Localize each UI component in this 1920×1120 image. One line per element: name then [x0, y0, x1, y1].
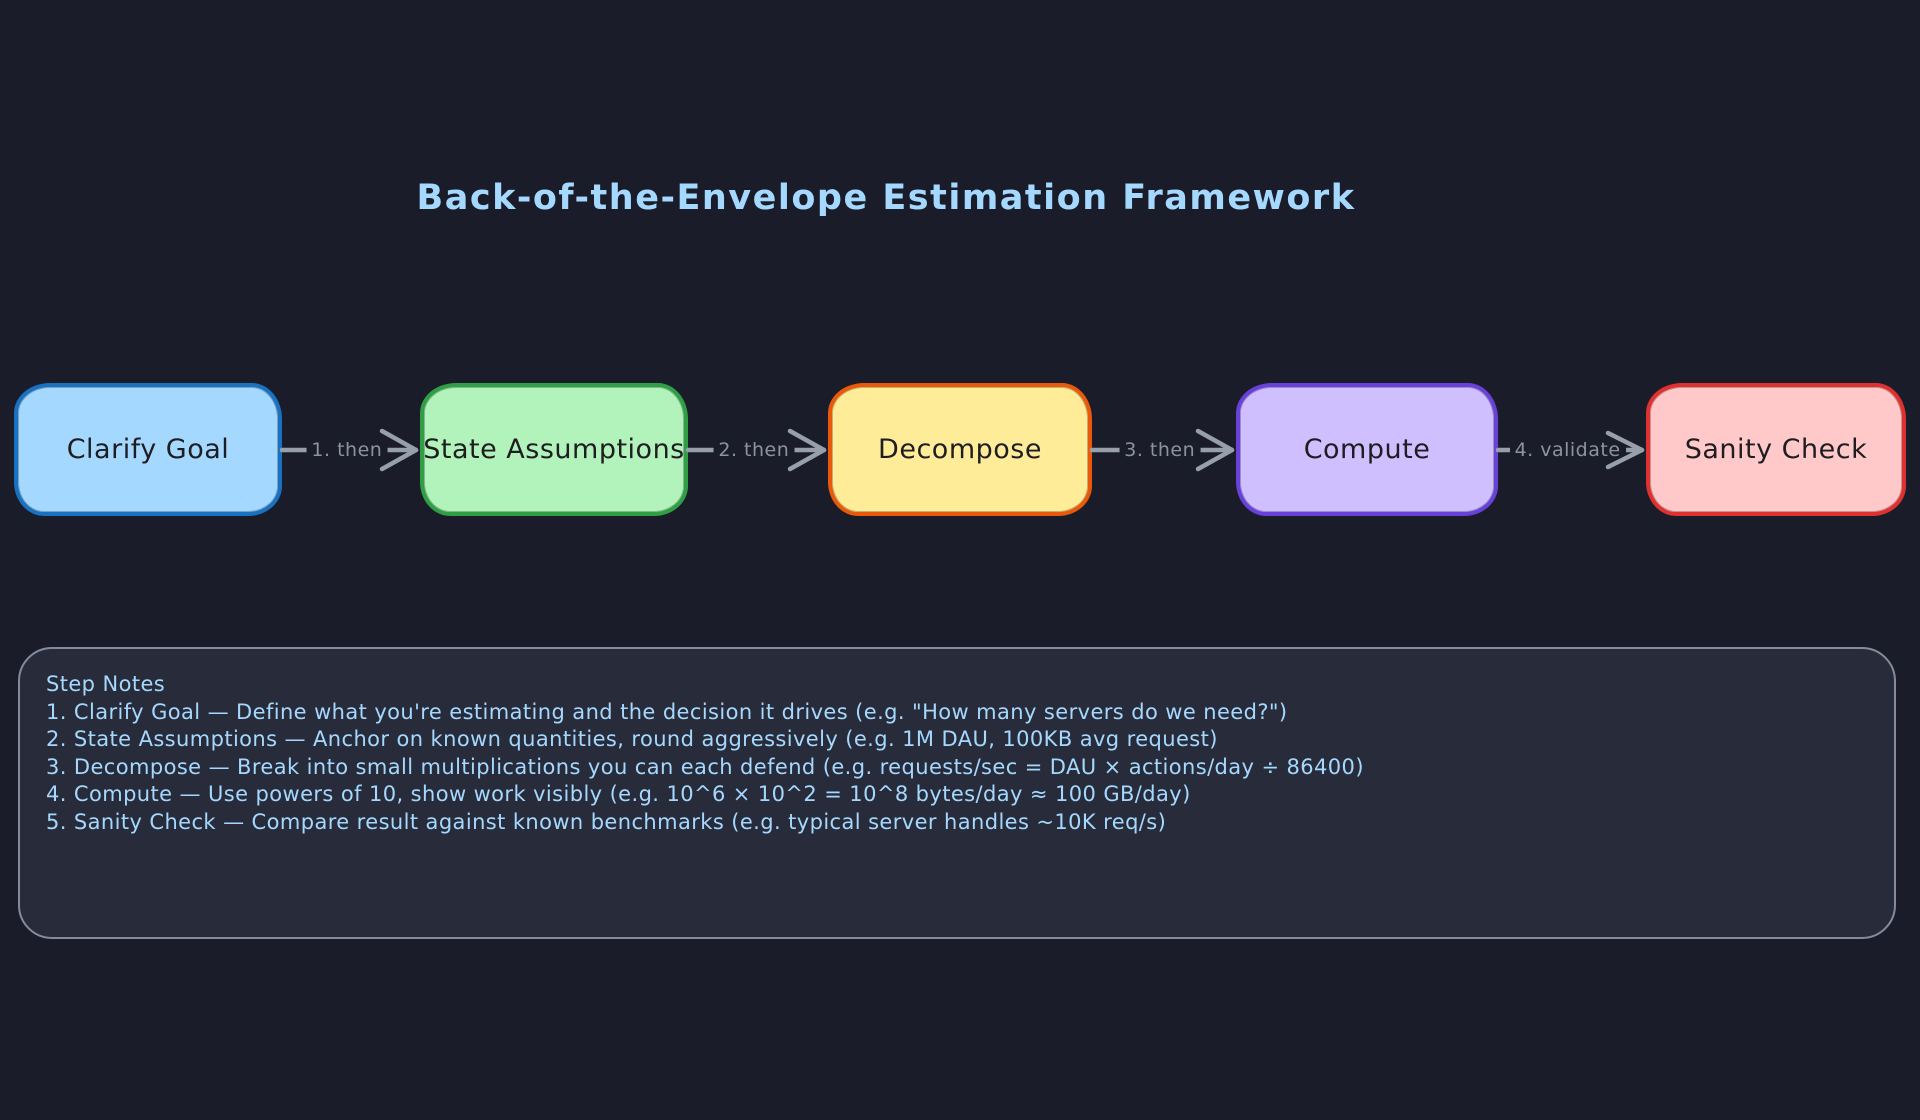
flow-node-clarify-goal[interactable]: Clarify Goal [14, 383, 282, 516]
flow-node-label: State Assumptions [423, 434, 685, 465]
flow-node-sanity-check[interactable]: Sanity Check [1646, 383, 1906, 516]
arrow-head-icon [379, 428, 419, 472]
arrow-head-icon [1605, 430, 1645, 470]
connector-label: 4. validate [1509, 437, 1626, 463]
diagram-title: Back-of-the-Envelope Estimation Framewor… [416, 178, 1356, 218]
connector-label: 2. then [713, 437, 795, 463]
note-line-1: 1. Clarify Goal — Define what you're est… [46, 699, 1288, 724]
flow-node-label: Decompose [878, 434, 1042, 465]
flow-node-label: Compute [1303, 434, 1431, 465]
note-line-2: 2. State Assumptions — Anchor on known q… [46, 727, 1218, 751]
flow-node-decompose[interactable]: Decompose [828, 383, 1092, 516]
notes-heading: Step Notes [46, 672, 166, 696]
flow-node-state-assumptions[interactable]: State Assumptions [420, 383, 688, 516]
connector-validate[interactable]: 4. validate [1495, 414, 1646, 486]
step-notes-panel[interactable]: Step Notes 1. Clarify Goal — Define what… [18, 647, 1896, 939]
note-line-4: 4. Compute — Use powers of 10, show work… [46, 782, 1191, 806]
connector-label: 3. then [1119, 437, 1201, 463]
connector-then-1[interactable]: 1. then [279, 414, 420, 486]
connector-label: 1. then [306, 437, 388, 463]
arrow-head-icon [1195, 428, 1235, 472]
note-line-3: 3. Decompose — Break into small multipli… [46, 754, 1364, 779]
flow-node-label: Sanity Check [1684, 434, 1868, 465]
connector-then-2[interactable]: 2. then [685, 414, 828, 486]
note-line-5: 5. Sanity Check — Compare result against… [46, 809, 1167, 834]
arrow-head-icon [787, 428, 827, 472]
connector-then-3[interactable]: 3. then [1089, 414, 1236, 486]
flow-node-label: Clarify Goal [66, 434, 230, 465]
flow-node-compute[interactable]: Compute [1236, 383, 1498, 516]
